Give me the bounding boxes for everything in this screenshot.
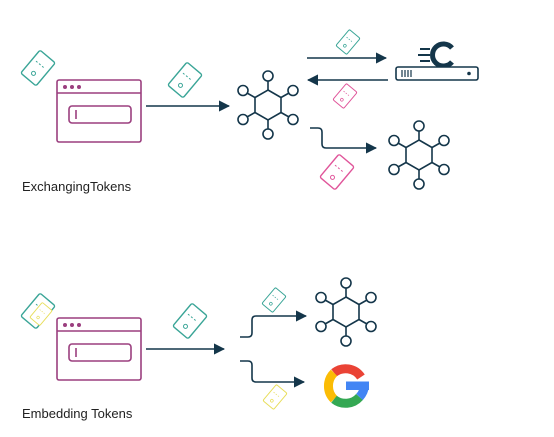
token-ticket-icon <box>318 153 356 191</box>
google-g-icon <box>324 364 369 408</box>
embedding-section <box>19 277 377 411</box>
token-ticket-icon <box>335 28 361 56</box>
arrow-to-hub <box>240 310 308 338</box>
section-label-exchanging: ExchangingTokens <box>22 179 132 194</box>
section-label-embedding: Embedding Tokens <box>22 406 133 421</box>
hub-hexagon-icon <box>315 277 377 347</box>
c-logo-icon <box>418 41 454 69</box>
exchanging-section <box>19 28 479 191</box>
token-ticket-icon <box>332 82 358 110</box>
token-ticket-icon <box>261 286 287 314</box>
server-icon <box>395 66 479 81</box>
arrow-to-google <box>240 360 306 388</box>
token-ticket-icon <box>166 61 204 99</box>
hub-hexagon-icon <box>237 70 299 140</box>
browser-window-icon <box>56 317 142 381</box>
token-ticket-icon <box>262 383 288 411</box>
browser-window-icon <box>56 79 142 143</box>
arrow-hub-to-hub <box>310 127 378 154</box>
hub-hexagon-icon <box>388 120 450 190</box>
token-ticket-icon <box>19 49 57 87</box>
token-ticket-icon <box>171 302 209 340</box>
